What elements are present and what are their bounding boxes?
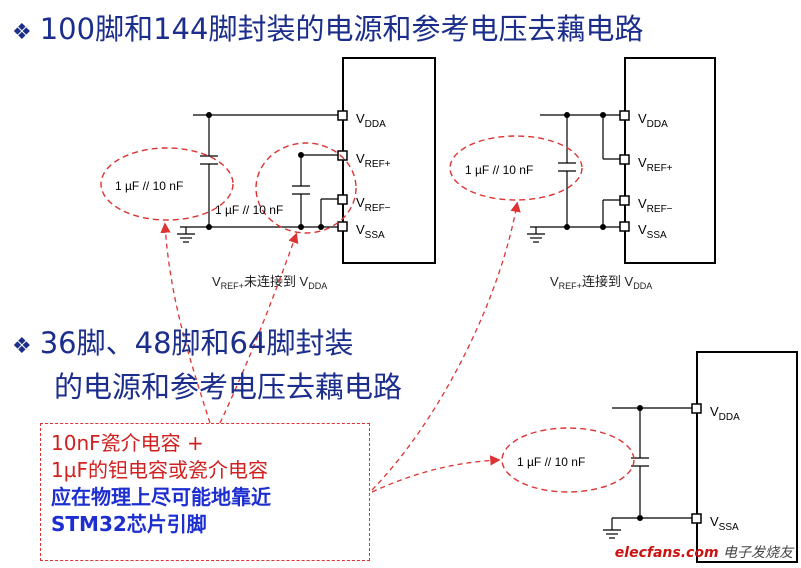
watermark-brand: elecfans.com [614, 545, 719, 561]
heading-100-144-pin: ❖ 100脚和144脚封装的电源和参考电压去藕电路 [12, 6, 643, 48]
pin-vrefm-left: VREF− [356, 195, 391, 214]
note-line-3: 应在物理上尽可能地靠近 [51, 485, 271, 509]
pin-vdda-right: VDDA [638, 111, 668, 130]
diamond-bullet-icon: ❖ [12, 20, 32, 45]
heading-36-48-64-pin: ❖ 36脚、48脚和64脚封装 的电源和参考电压去藕电路 [12, 323, 402, 407]
heading-2-line1: 36脚、48脚和64脚封装 [39, 326, 354, 360]
chip-bottom [696, 351, 798, 563]
cap-label-left-2: 1 µF // 10 nF [215, 203, 283, 217]
caption-left: VREF+未连接到 VDDA [212, 274, 327, 291]
note-line-2: 1µF的钽电容或瓷介电容 [51, 458, 268, 482]
caption-right: VREF+连接到 VDDA [550, 274, 652, 291]
cap-label-left-1: 1 µF // 10 nF [115, 179, 183, 193]
pin-vssa-right: VSSA [638, 222, 667, 241]
pin-vssa-left: VSSA [356, 222, 385, 241]
pin-vrefp-left: VREF+ [356, 151, 391, 170]
note-line-1: 10nF瓷介电容 + [51, 431, 204, 455]
pin-vssa-bottom: VSSA [710, 514, 739, 533]
cap-label-right: 1 µF // 10 nF [465, 163, 533, 177]
pin-vdda-left: VDDA [356, 111, 386, 130]
pin-vrefm-right: VREF− [638, 196, 673, 215]
heading-2-line2: 的电源和参考电压去藕电路 [54, 370, 403, 404]
heading-1-text: 100脚和144脚封装的电源和参考电压去藕电路 [39, 12, 644, 46]
pin-vrefp-right: VREF+ [638, 155, 673, 174]
pin-vdda-bottom: VDDA [710, 404, 740, 423]
cap-label-bottom: 1 µF // 10 nF [517, 455, 585, 469]
note-line-4: STM32芯片引脚 [51, 512, 207, 536]
diamond-bullet-icon: ❖ [12, 334, 32, 359]
watermark-cn: 电子发烧友 [723, 545, 793, 561]
note-box: 10nF瓷介电容 + 1µF的钽电容或瓷介电容 应在物理上尽可能地靠近 STM3… [40, 423, 370, 561]
watermark-logo: elecfans.com 电子发烧友 [615, 542, 793, 562]
